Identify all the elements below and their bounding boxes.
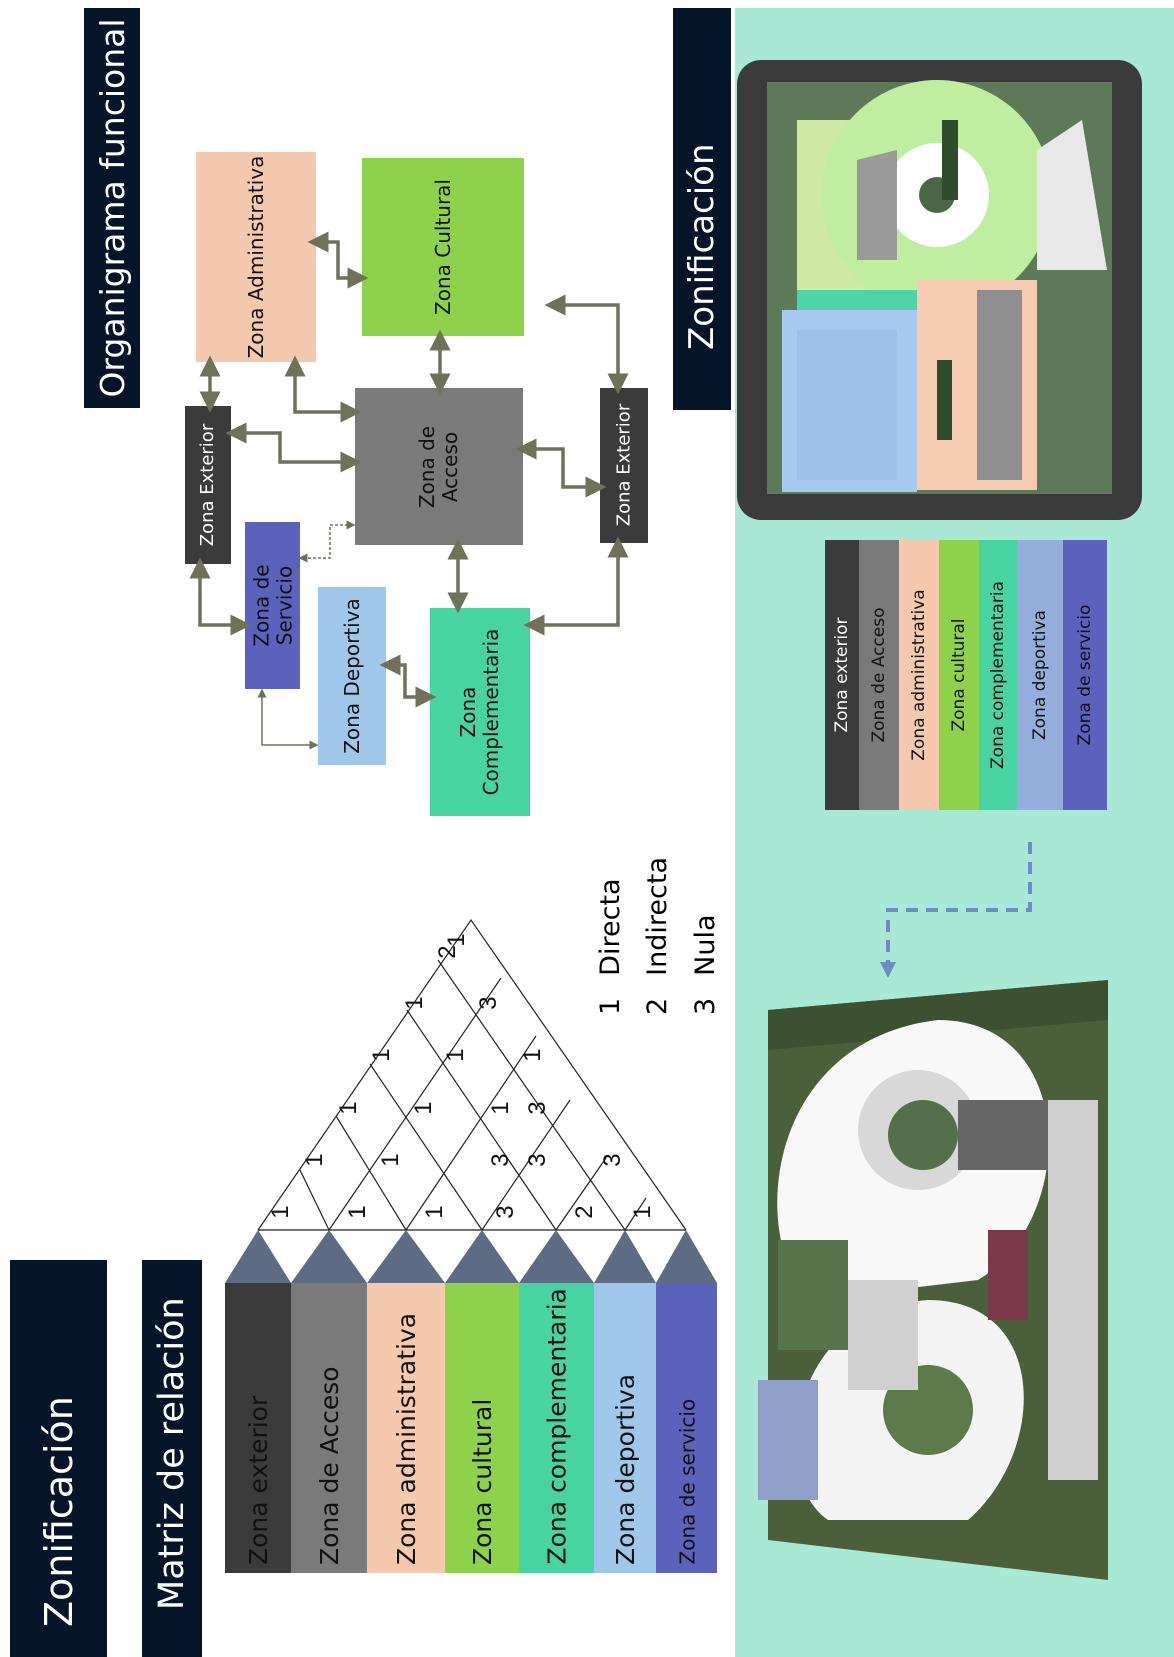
arrow-cultural-exterior xyxy=(544,294,629,395)
matrix-title: Matriz de relación xyxy=(152,1297,192,1610)
render-3d-image xyxy=(758,980,1108,1580)
arrow-complementaria-exterior xyxy=(523,536,629,636)
zone-legend-complementaria: Zona complementaria xyxy=(979,540,1017,810)
cell-r3-c1: 3 xyxy=(487,1153,514,1166)
cell-r0-c2: 1 xyxy=(335,1101,362,1114)
arrow-admin-acceso xyxy=(284,355,362,423)
arrow-deportiva-complementaria xyxy=(379,654,437,708)
dashed-connector xyxy=(880,842,1032,978)
cell-r0-c5: 2 xyxy=(434,945,461,958)
cell-r1-c1: 1 xyxy=(377,1153,404,1166)
cell-r0-c0: 1 xyxy=(267,1205,294,1218)
arrow-admin-cultural xyxy=(307,231,369,289)
cell-r2-c0: 1 xyxy=(421,1205,448,1218)
cell-r0-c4: 1 xyxy=(401,996,428,1009)
cell-r0-c1: 1 xyxy=(301,1153,328,1166)
box-cultural: Zona Cultural xyxy=(362,158,524,336)
zone-legend-administrativa: Zona administrativa xyxy=(899,540,939,810)
matrix-row-acceso: Zona de Acceso xyxy=(291,1283,367,1573)
zone-legend-exterior: Zona exterior xyxy=(825,540,859,810)
organigram-arrows xyxy=(189,231,629,750)
cell-r3-c2: 3 xyxy=(524,1101,551,1114)
box-complementaria: Zona Complementaria xyxy=(430,608,530,816)
zone-legend-servicio: Zona de servicio xyxy=(1063,540,1107,810)
cell-r1-c0b: 1 xyxy=(344,1205,371,1218)
zoning-plan-image xyxy=(737,60,1142,520)
cell-r1-c2: 1 xyxy=(410,1101,437,1114)
arrow-acceso-exterior xyxy=(515,438,607,498)
arrow-servicio-acceso xyxy=(298,520,356,563)
box-exterior-right: Zona Exterior xyxy=(600,388,648,543)
arrow-servicio-deportiva xyxy=(257,688,319,750)
main-title: Zonificación xyxy=(36,1396,81,1627)
cell-r0-c6: 1 xyxy=(443,933,470,946)
box-acceso: Zona de Acceso xyxy=(355,388,523,545)
matrix-row-exterior-fill: Zona exterior xyxy=(225,1283,291,1573)
matrix-row-complementaria: Zona complementaria xyxy=(519,1283,594,1573)
main-title-block: Zonificación xyxy=(10,1260,107,1657)
organigram-title-block: Organigrama funcional xyxy=(84,8,140,408)
cell-r0-c3: 1 xyxy=(368,1048,395,1061)
matrix-row-servicio: Zona de servicio xyxy=(656,1283,717,1573)
zoning-title-block: Zonificación xyxy=(673,8,731,410)
zone-legend-acceso: Zona de Acceso xyxy=(859,540,899,810)
matrix-row-cultural: Zona cultural xyxy=(445,1283,519,1573)
matrix-title-block: Matriz de relación xyxy=(142,1260,202,1657)
matrix-row-deportiva: Zona deportiva xyxy=(594,1283,656,1573)
arrow-exterior-acceso xyxy=(225,422,362,473)
box-deportiva: Zona Deportiva xyxy=(318,587,386,765)
cell-r4-c2: 3 xyxy=(599,1153,626,1166)
cell-r3-c0: 3 xyxy=(492,1205,519,1218)
cell-r1-c3: 1 xyxy=(442,1048,469,1061)
box-administrativa: Zona Administrativa xyxy=(196,152,316,362)
zone-legend-deportiva: Zona deportiva xyxy=(1017,540,1063,810)
matrix-row-administrativa: Zona administrativa xyxy=(367,1283,445,1573)
cell-r2-c1: 1 xyxy=(487,1101,514,1114)
cell-r1-c0: 1 xyxy=(344,1205,371,1218)
relation-matrix-grid: 1 1 1 1 1 2 1 1 1 1 3 1 1 1 3 3 3 2 3 3 … xyxy=(225,918,717,1283)
zone-legend-cultural: Zona cultural xyxy=(939,540,979,810)
cell-r4-c1: 3 xyxy=(524,1153,551,1166)
arrow-exterior-servicio xyxy=(189,557,252,636)
cell-r4-c0: 2 xyxy=(571,1205,598,1218)
cell-r2-c2: 1 xyxy=(519,1048,546,1061)
cell-r1-c4: 3 xyxy=(475,996,502,1009)
box-servicio: Zona de Servicio xyxy=(245,522,300,689)
box-exterior-top: Zona Exterior xyxy=(185,406,231,564)
cell-r5-c0: 1 xyxy=(629,1205,656,1218)
